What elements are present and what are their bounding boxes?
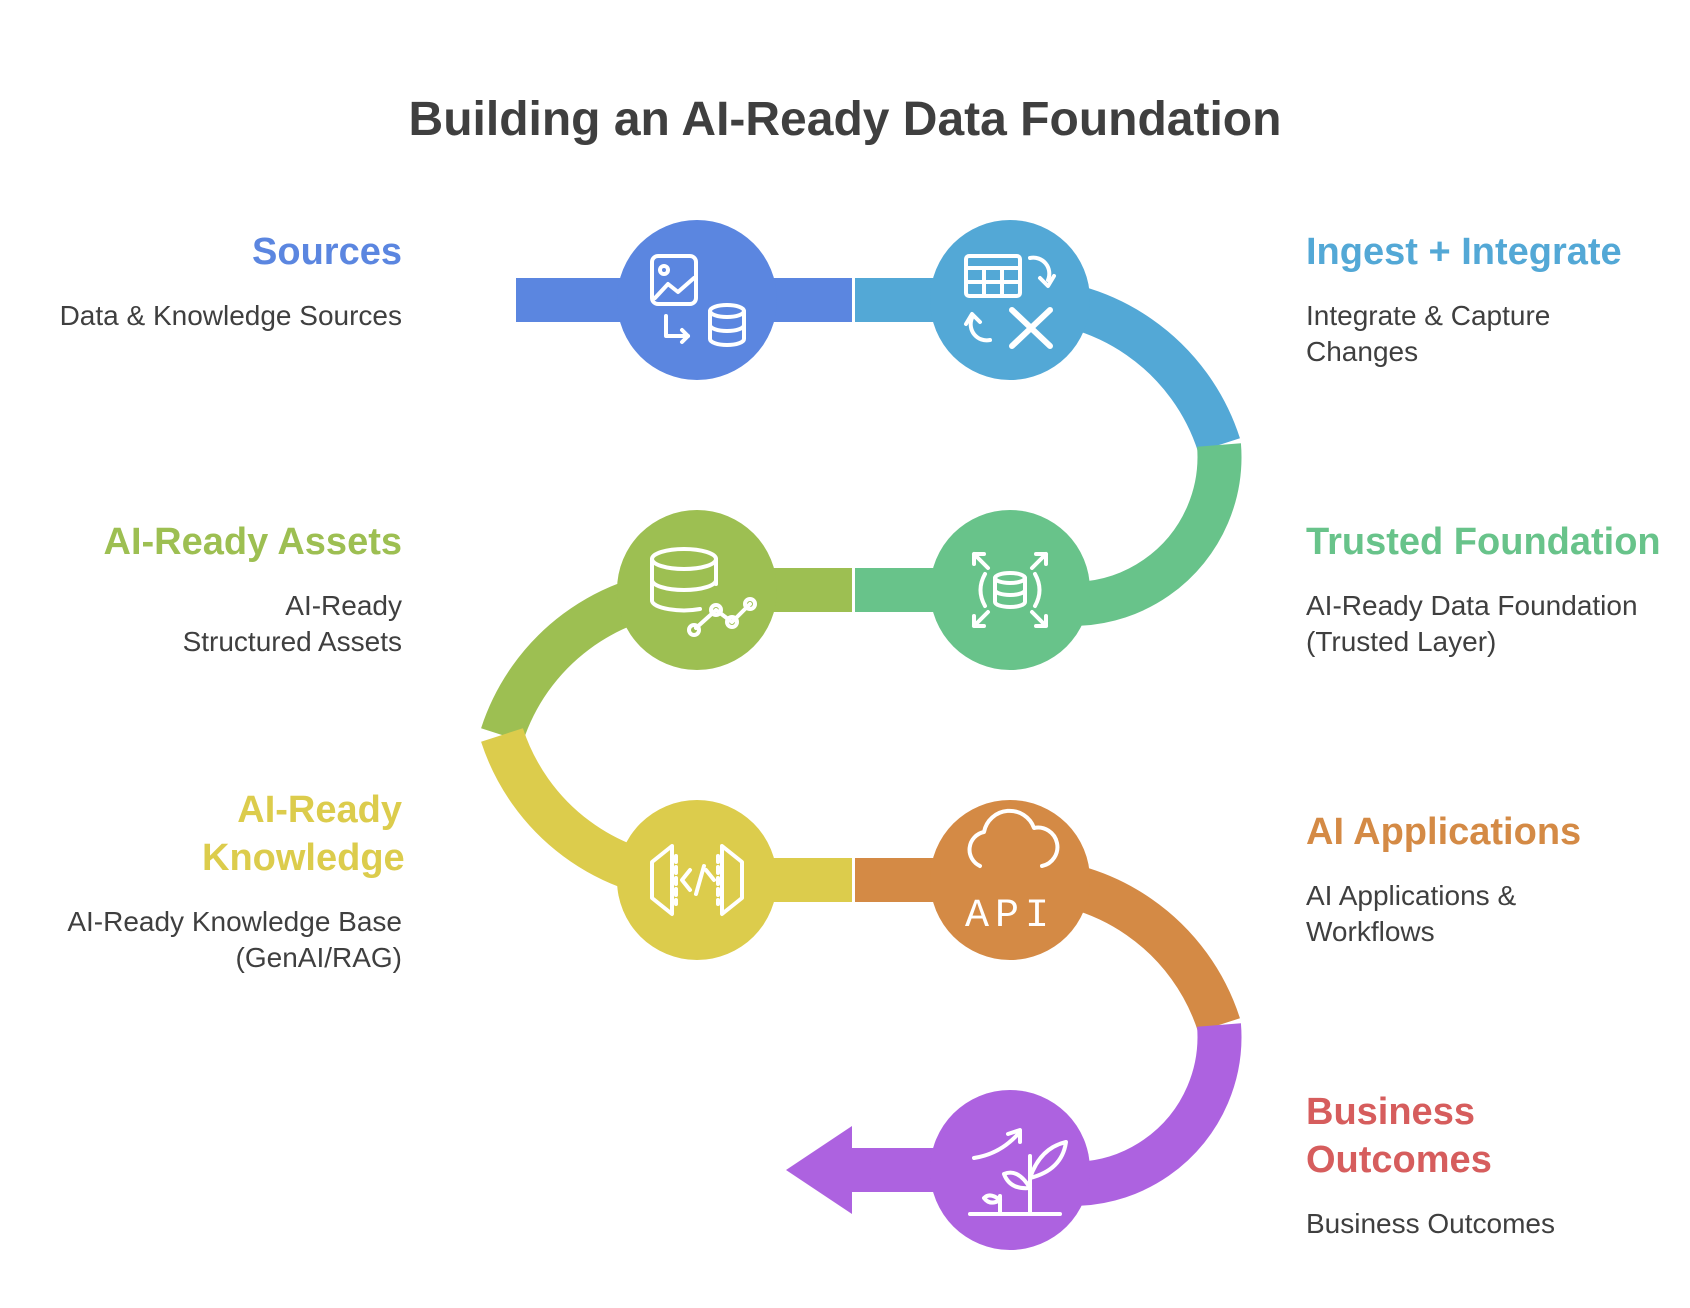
image-database-icon (650, 254, 746, 347)
code-brackets-icon (650, 844, 744, 916)
database-network-icon (650, 547, 757, 637)
step-description: Integrate & Capture Changes (1306, 300, 1551, 367)
step-heading: AI Applications (1306, 811, 1582, 853)
step-applications: AI Applications AI Applications & Workfl… (1306, 808, 1666, 950)
step-description: AI Applications & Workflows (1306, 880, 1517, 947)
growth-plant-icon (968, 1128, 1068, 1216)
step-description: AI-Ready Structured Assets (182, 590, 402, 657)
step-ingest: Ingest + Integrate Integrate & Capture C… (1306, 228, 1666, 370)
step-heading: Trusted Foundation (1306, 521, 1661, 563)
step-description: AI-Ready Knowledge Base (GenAI/RAG) (67, 906, 402, 973)
cloud-api-icon (967, 808, 1060, 868)
page-title: Building an AI-Ready Data Foundation (408, 93, 1282, 146)
step-trusted: Trusted Foundation AI-Ready Data Foundat… (1306, 518, 1666, 660)
step-sources: Sources Data & Knowledge Sources (42, 228, 402, 334)
step-outcomes: Business Outcomes Business Outcomes (1306, 1088, 1666, 1242)
step-heading: Sources (252, 231, 402, 273)
step-description: Data & Knowledge Sources (59, 300, 402, 331)
trusted-circle (930, 510, 1090, 670)
step-description: Business Outcomes (1306, 1208, 1555, 1239)
step-assets: AI-Ready Assets AI-Ready Structured Asse… (42, 518, 403, 660)
outcomes-arrowhead (786, 1126, 852, 1214)
step-heading: AI-Ready Knowledge (202, 789, 405, 879)
step-heading: Business Outcomes (1306, 1091, 1492, 1181)
database-expand-icon (972, 552, 1048, 628)
outcomes-circle (930, 1090, 1090, 1250)
api-label: API (965, 894, 1055, 939)
ingest-circle (930, 220, 1090, 380)
table-transform-icon (964, 254, 1056, 349)
step-description: AI-Ready Data Foundation (Trusted Layer) (1306, 590, 1638, 657)
step-heading: Ingest + Integrate (1306, 231, 1622, 273)
knowledge-circle (617, 800, 777, 960)
step-heading: AI-Ready Assets (103, 521, 403, 563)
step-knowledge: AI-Ready Knowledge AI-Ready Knowledge Ba… (42, 786, 405, 976)
